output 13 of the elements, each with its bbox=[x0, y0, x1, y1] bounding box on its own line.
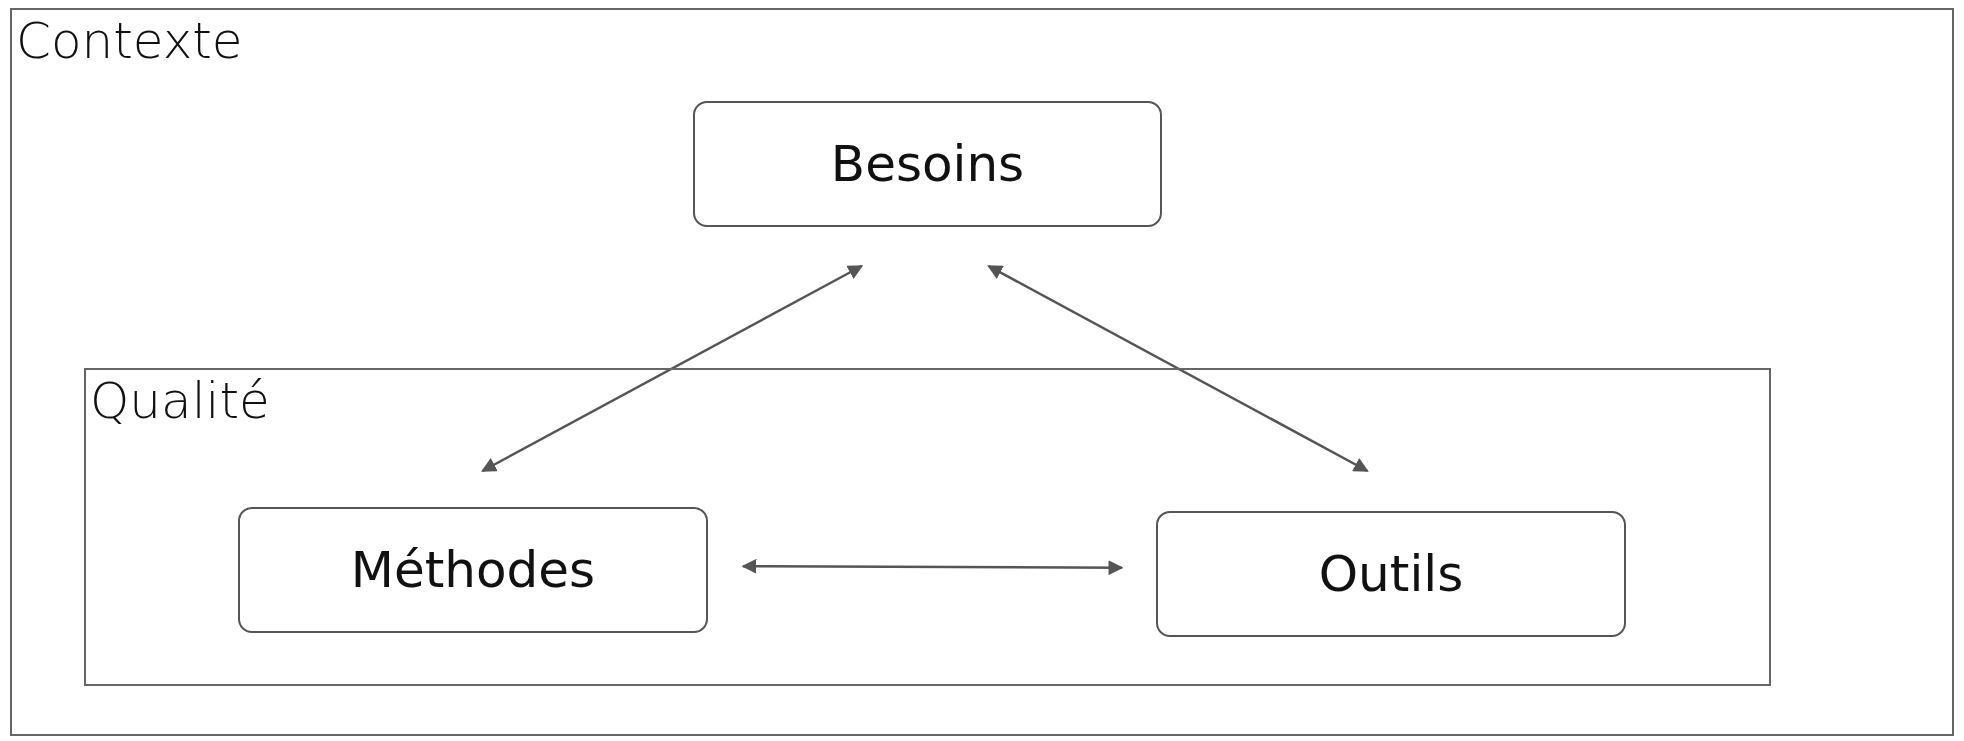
process-box bbox=[1156, 511, 1626, 637]
double-arrow bbox=[741, 558, 1124, 576]
box-label: Besoins bbox=[830, 139, 1025, 189]
double-arrow bbox=[987, 264, 1369, 473]
box-label: Méthodes bbox=[350, 545, 596, 595]
process-box bbox=[693, 101, 1162, 227]
group-title: Qualité bbox=[90, 376, 270, 426]
group-frame bbox=[10, 8, 1954, 736]
process-box bbox=[238, 507, 708, 633]
double-arrow bbox=[481, 264, 864, 473]
group-title: Contexte bbox=[16, 16, 243, 66]
box-label: Outils bbox=[1318, 549, 1464, 599]
group-frame bbox=[84, 368, 1771, 686]
